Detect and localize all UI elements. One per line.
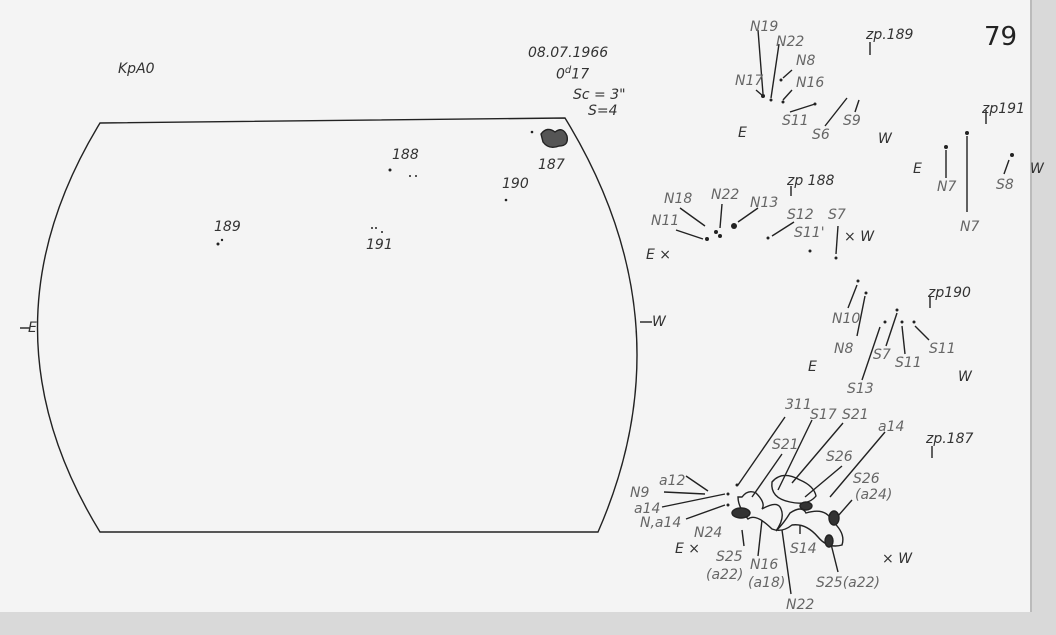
spot-label: S12 xyxy=(787,207,814,223)
disk-east: E xyxy=(28,320,37,336)
disk-label-190: 190 xyxy=(502,176,529,192)
observatory-code: KpA0 xyxy=(118,61,155,77)
east-marker: E xyxy=(808,359,817,375)
spot-label: a14 xyxy=(878,419,905,435)
east-label: E xyxy=(646,247,655,263)
west-marker: W xyxy=(878,131,892,147)
spot-label: S9 xyxy=(843,113,861,129)
spot-label: N,a14 xyxy=(640,515,682,531)
spot-label: 311 xyxy=(785,397,812,413)
spot-label: N11 xyxy=(651,213,680,229)
leader-lines xyxy=(661,29,1010,595)
west-marker: × W xyxy=(844,229,875,245)
time-sup: d xyxy=(564,65,572,76)
spot-label: S13 xyxy=(847,381,874,397)
spot-label: S17 xyxy=(810,407,837,423)
spot-label: N8 xyxy=(796,53,816,69)
spot-label: N22 xyxy=(711,187,740,203)
east-marker: E × xyxy=(675,541,701,557)
east-marker: E xyxy=(738,125,747,141)
spot-label: S21 xyxy=(842,407,869,423)
spot-label: N24 xyxy=(694,525,723,541)
west-label: W xyxy=(898,551,913,567)
spot-label: (a22) xyxy=(706,567,744,583)
spot-label: S25(a22) xyxy=(816,575,881,591)
spot-label: (a24) xyxy=(855,487,893,503)
time-main: 0 xyxy=(556,66,565,83)
spot-label: S11 xyxy=(929,341,956,357)
spot-label: S6 xyxy=(812,127,830,143)
group-187-sketch xyxy=(540,128,569,149)
spot-label: S25 xyxy=(716,549,743,565)
west-marker: W xyxy=(1030,161,1044,177)
spot-label: N16 xyxy=(750,557,779,573)
spot-label: S8 xyxy=(996,177,1014,193)
spot-label: S14 xyxy=(790,541,817,557)
spot-label: S11 xyxy=(782,113,809,129)
disk-west: W xyxy=(652,314,666,330)
west-marker: × W xyxy=(882,551,913,567)
spot-label: S7 xyxy=(873,347,891,363)
page-number: 79 xyxy=(984,22,1018,52)
spot-label: N19 xyxy=(750,19,779,35)
spot-label: N9 xyxy=(630,485,650,501)
east-marker: E × xyxy=(646,247,672,263)
disk-spots xyxy=(216,130,534,246)
group-title: zp191 xyxy=(982,101,1025,117)
group-title: zp.187 xyxy=(926,431,974,447)
spot-label: N13 xyxy=(750,195,779,211)
group-title: zp190 xyxy=(928,285,971,301)
east-marker: E xyxy=(913,161,922,177)
disk-label-188: 188 xyxy=(392,147,419,163)
spot-label: S11' xyxy=(794,225,825,241)
spot-label: N22 xyxy=(776,34,805,50)
drawing-sheet: 79 KpA0 08.07.1966 0d17 Sc = 3" S=4 188 … xyxy=(0,0,1044,613)
spot-label: N22 xyxy=(786,597,815,613)
spot-label: N8 xyxy=(834,341,854,357)
spot-label: N7 xyxy=(937,179,957,195)
solar-disk-outline xyxy=(36,117,638,533)
east-label: E xyxy=(675,541,684,557)
observation-time: 0d17 xyxy=(556,66,589,82)
spot-label: N17 xyxy=(735,73,764,89)
spot-label: (a18) xyxy=(748,575,786,591)
time-rest: 17 xyxy=(571,66,590,83)
spot-label: N16 xyxy=(796,75,825,91)
spot-label: S26 xyxy=(853,471,880,487)
spot-label: S11 xyxy=(895,355,922,371)
disk-label-189: 189 xyxy=(214,219,241,235)
disk-label-191: 191 xyxy=(366,237,393,253)
disk-label-187: 187 xyxy=(538,157,565,173)
spot-label: S7 xyxy=(828,207,846,223)
spot-label: S21 xyxy=(772,437,799,453)
observation-date: 08.07.1966 xyxy=(528,45,609,61)
seeing-label: S=4 xyxy=(588,103,618,119)
group-title: zp 188 xyxy=(787,173,835,189)
west-label: W xyxy=(860,229,875,245)
spot-label: a12 xyxy=(659,473,686,489)
group-187-penumbra xyxy=(737,490,844,547)
group-title: zp.189 xyxy=(866,27,914,43)
spot-label: N18 xyxy=(664,191,693,207)
spot-label: N10 xyxy=(832,311,861,327)
spot-label: N7 xyxy=(960,219,980,235)
west-marker: W xyxy=(958,369,972,385)
scale-label: Sc = 3" xyxy=(573,87,626,103)
spot-label: a14 xyxy=(634,501,661,517)
spot-label: S26 xyxy=(826,449,853,465)
